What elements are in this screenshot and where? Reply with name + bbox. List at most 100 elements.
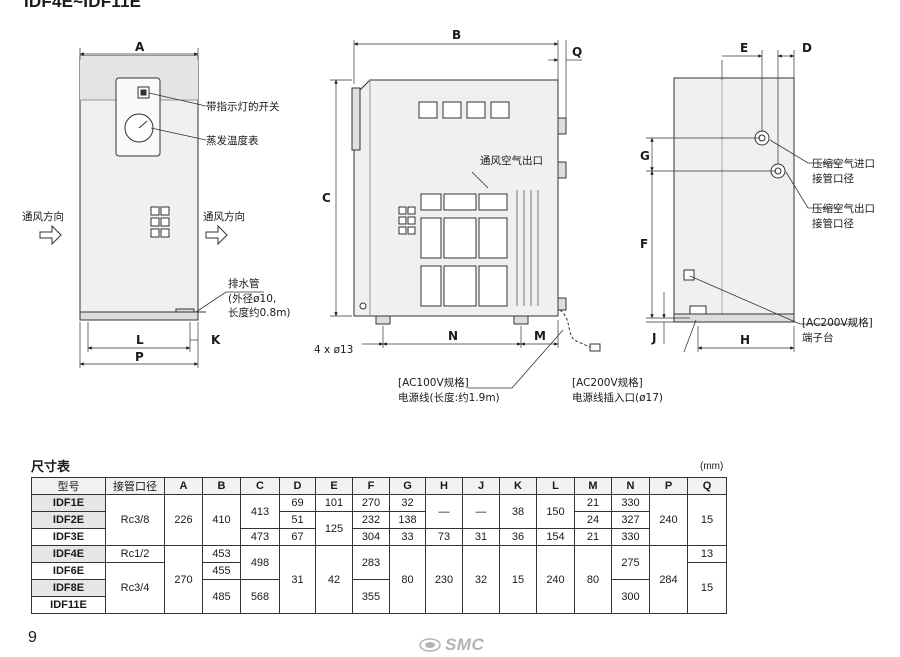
e-cell: 125: [315, 511, 353, 546]
l-cell: 154: [536, 528, 575, 546]
ac100-label-2: 电源线(长度:约1.9m): [398, 391, 500, 404]
header-pipe: 接管口径: [105, 477, 165, 495]
dim-m-label: M: [534, 329, 546, 343]
p-cell: 240: [649, 494, 688, 546]
table-row: IDF8E 485 568 355 300: [31, 579, 727, 614]
f-cell: 283: [352, 545, 390, 580]
n-cell: 275: [611, 545, 650, 580]
dim-b-label: B: [452, 28, 461, 42]
header-a: A: [164, 477, 203, 495]
h-cell: —: [425, 494, 463, 529]
c-cell: 413: [240, 494, 280, 529]
lamp-switch-label: 带指示灯的开关: [206, 100, 280, 113]
front-view-labels: A L K P 带指示灯的开关 蒸发温度表 通风方向 通风方向 排水管 (外径ø…: [22, 40, 291, 364]
header-k: K: [499, 477, 537, 495]
dimension-table: 型号 接管口径 A B C D E F G H J K L M N P Q ID…: [31, 477, 727, 614]
model-cell: IDF11E: [31, 596, 106, 614]
ac200-cord-label-1: [AC200V规格]: [572, 376, 643, 389]
c-cell: 568: [240, 579, 280, 614]
a-cell: 270: [164, 545, 203, 614]
model-cell: IDF2E: [31, 511, 106, 529]
header-g: G: [389, 477, 426, 495]
l-cell: 240: [536, 545, 575, 614]
c-cell: 473: [240, 528, 280, 546]
smc-logo-icon: [419, 638, 441, 652]
front-view: [39, 48, 264, 368]
outlet-label-2: 接管口径: [812, 217, 854, 230]
h-cell: 73: [425, 528, 463, 546]
inlet-label-1: 压缩空气进口: [812, 157, 875, 170]
j-cell: —: [462, 494, 500, 529]
d-cell: 69: [279, 494, 316, 512]
header-m: M: [574, 477, 612, 495]
a-cell: 226: [164, 494, 203, 546]
b-cell: 485: [202, 579, 241, 614]
drain-label-2: (外径ø10,: [228, 292, 276, 305]
side-view-labels: B Q C N M 通风空气出口 4 x ø13 [AC100V规格] 电源线(…: [314, 28, 663, 404]
outlet-label-1: 压缩空气出口: [812, 202, 875, 215]
q-cell: 15: [687, 562, 727, 614]
vent-out-label: 通风空气出口: [480, 154, 543, 167]
m-cell: 24: [574, 511, 612, 529]
e-cell: 42: [315, 545, 353, 614]
j-cell: 31: [462, 528, 500, 546]
dim-k-label: K: [211, 333, 221, 347]
g-cell: 32: [389, 494, 426, 512]
header-n: N: [611, 477, 650, 495]
dim-h-label: H: [740, 333, 750, 347]
dim-l-label: L: [136, 333, 144, 347]
k-cell: 38: [499, 494, 537, 529]
header-f: F: [352, 477, 390, 495]
d-cell: 51: [279, 511, 316, 529]
pipe-cell: Rc3/8: [105, 494, 165, 546]
header-d: D: [279, 477, 316, 495]
model-cell: IDF3E: [31, 528, 106, 546]
dimension-drawings: A L K P 带指示灯的开关 蒸发温度表 通风方向 通风方向 排水管 (外径ø…: [22, 28, 875, 404]
table-title: 尺寸表: [31, 459, 71, 474]
thermometer-icon: [124, 113, 154, 143]
dim-d-label: D: [802, 41, 812, 55]
dim-f-label: F: [640, 237, 648, 251]
f-cell: 270: [352, 494, 390, 512]
m-cell: 21: [574, 494, 612, 512]
header-model: 型号: [31, 477, 106, 495]
d-cell: 31: [279, 545, 316, 614]
dim-q-label: Q: [572, 45, 582, 59]
drain-label-3: 长度约0.8m): [228, 306, 291, 319]
k-cell: 36: [499, 528, 537, 546]
f-cell: 304: [352, 528, 390, 546]
ac200-cord-label-2: 电源线插入口(ø17): [572, 391, 663, 404]
f-cell: 355: [352, 579, 390, 614]
q-cell: 15: [687, 494, 727, 546]
table-row: IDF6E Rc3/4 455 15: [31, 562, 727, 614]
pipe-cell: Rc1/2: [105, 545, 165, 563]
table-row: IDF4E Rc1/2 270 453 498 31 42 283 80 230…: [31, 545, 727, 614]
g-cell: 33: [389, 528, 426, 546]
model-cell: IDF8E: [31, 579, 106, 597]
airflow-out-label: 通风方向: [203, 210, 245, 223]
dim-j-label: J: [651, 331, 656, 345]
header-l: L: [536, 477, 575, 495]
dim-a-label: A: [135, 40, 145, 54]
dim-g-label: G: [640, 149, 650, 163]
brand-name: SMC: [445, 635, 485, 654]
g-cell: 138: [389, 511, 426, 529]
header-e: E: [315, 477, 353, 495]
pipe-cell: Rc3/4: [105, 562, 165, 614]
terminal-label-1: [AC200V规格]: [802, 316, 873, 329]
plug-icon: [589, 343, 601, 352]
smc-logo: SMC: [419, 635, 484, 655]
vent-louvers: [418, 101, 510, 307]
side-view: [330, 40, 601, 389]
header-p: P: [649, 477, 688, 495]
model-cell: IDF1E: [31, 494, 106, 512]
side-slots: [516, 190, 539, 306]
j-cell: 32: [462, 545, 500, 614]
airflow-in-label: 通风方向: [22, 210, 64, 223]
page-number: 9: [28, 629, 37, 646]
keypad-icon: [150, 206, 170, 238]
header-q: Q: [687, 477, 727, 495]
table-header-row: 型号 接管口径 A B C D E F G H J K L M N P Q: [31, 477, 727, 495]
e-cell: 101: [315, 494, 353, 512]
side-keypad-icon: [398, 206, 416, 235]
